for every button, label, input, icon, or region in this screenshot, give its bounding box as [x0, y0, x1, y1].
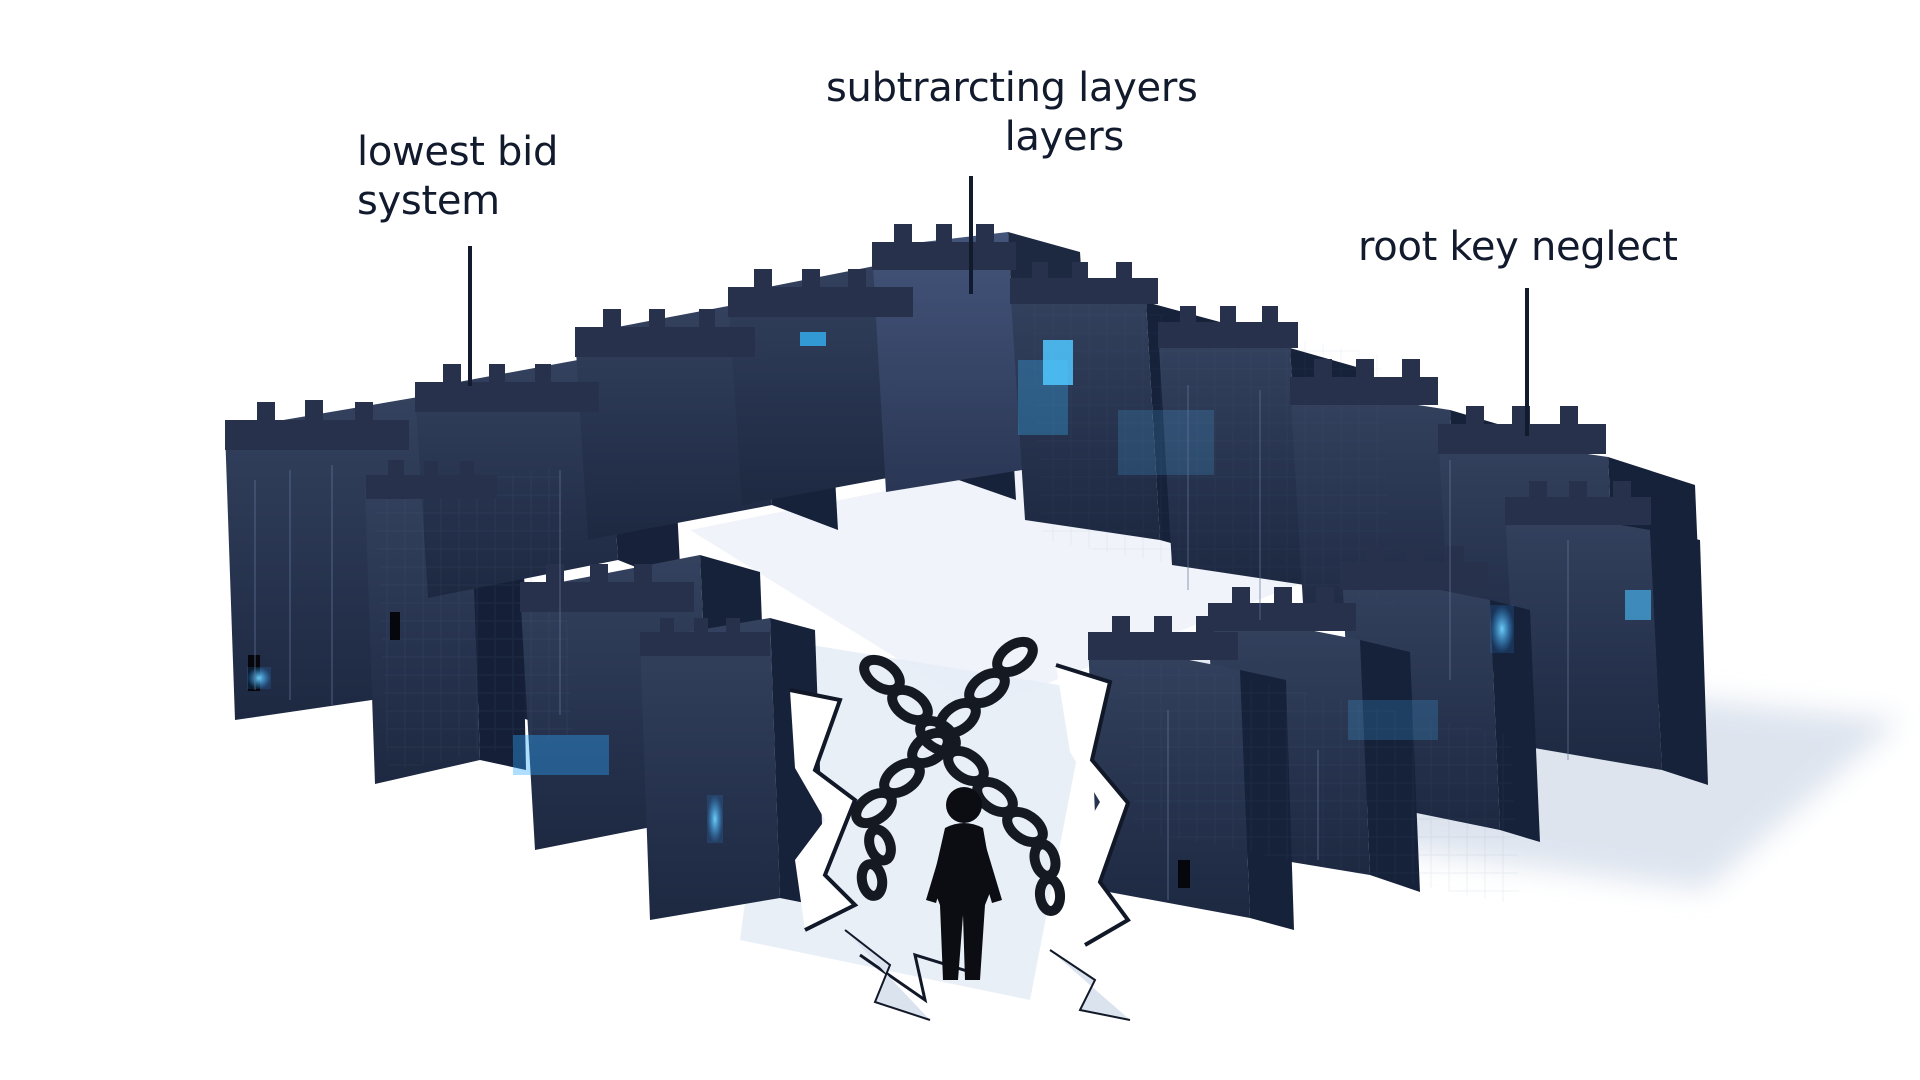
- label-left-line-1: lowest bid: [357, 129, 559, 175]
- broken-chain-icon: [851, 636, 1066, 916]
- leader-line-top: [969, 176, 973, 294]
- person-silhouette-icon: [926, 787, 1002, 980]
- leader-line-right: [1525, 288, 1529, 436]
- leader-line-left: [468, 246, 472, 386]
- fortress-walls: [225, 224, 1708, 930]
- label-top-line-1: subtrarcting layers: [826, 65, 1198, 111]
- label-lowest-bid-system: lowest bid system: [357, 128, 558, 226]
- cracked-wall-icon: [789, 663, 1131, 1021]
- digital-glow-panels: [247, 332, 1651, 888]
- label-right-line-1: root key neglect: [1358, 224, 1678, 270]
- label-root-key-neglect: root key neglect: [1358, 223, 1678, 272]
- label-left-line-2: system: [357, 178, 500, 225]
- wall-crack-lines: [254, 385, 1569, 900]
- label-subtrarcting-layers: subtrarcting layers layers: [826, 64, 1198, 162]
- tower-battlements: [225, 224, 1651, 660]
- label-top-line-2: layers: [1004, 114, 1125, 161]
